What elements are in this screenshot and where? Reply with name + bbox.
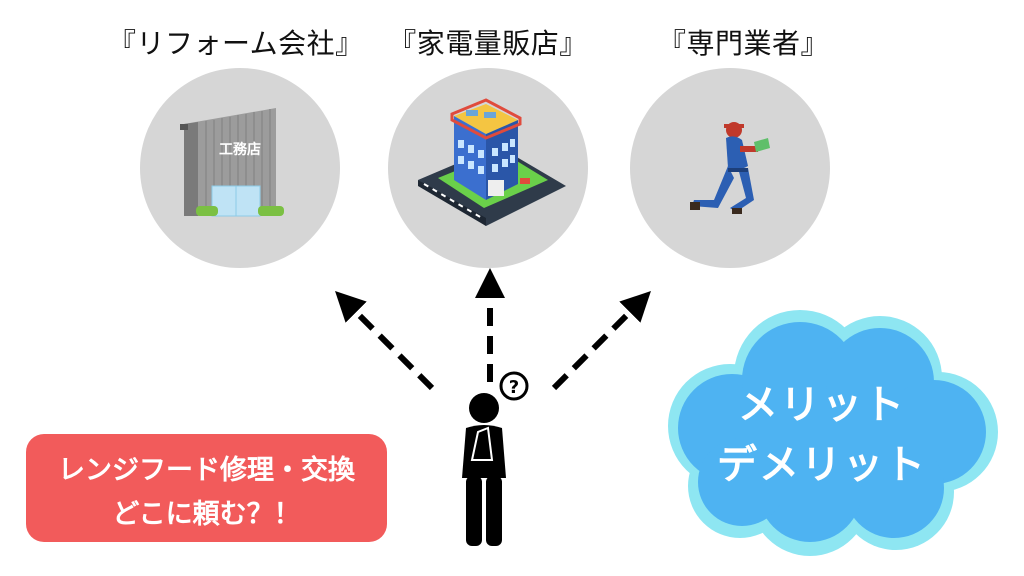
worker-icon bbox=[690, 122, 770, 214]
electronics-building-icon bbox=[418, 98, 566, 226]
construction-building-icon: 工務店 bbox=[180, 108, 284, 217]
arrow-left bbox=[335, 291, 435, 391]
reform-company-circle: 工務店 bbox=[140, 68, 340, 268]
question-box: レンジフード修理・交換 どこに頼む？！ bbox=[26, 434, 387, 542]
label-specialist: 『専門業者』 bbox=[658, 27, 830, 60]
merit-demerit-cloud bbox=[668, 310, 998, 556]
question-mark: ? bbox=[509, 377, 519, 398]
merit-text: メリット bbox=[738, 382, 906, 428]
electronics-store-circle bbox=[388, 68, 588, 268]
label-electronics-store: 『家電量販店』 bbox=[388, 27, 588, 60]
arrow-right bbox=[551, 291, 651, 391]
building-sign-text: 工務店 bbox=[219, 141, 261, 158]
demerit-text: デメリット bbox=[717, 442, 927, 488]
thinking-person-icon: ? bbox=[462, 371, 529, 546]
label-reform-company: 『リフォーム会社』 bbox=[108, 27, 364, 60]
question-line-2: どこに頼む？！ bbox=[112, 499, 301, 530]
question-line-1: レンジフード修理・交換 bbox=[58, 455, 355, 486]
specialist-circle bbox=[630, 68, 830, 268]
